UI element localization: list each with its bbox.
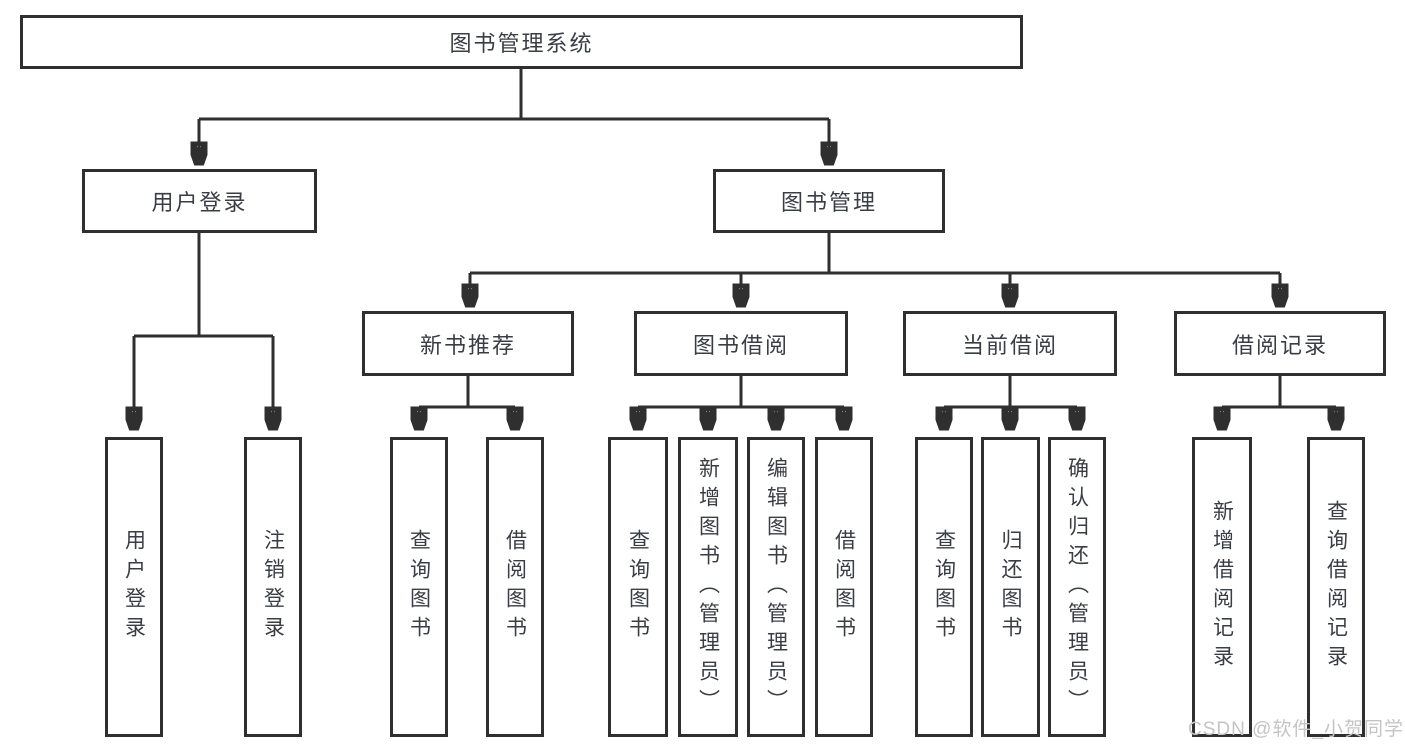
leaf-add-borrow-record: 新增借阅记录 xyxy=(1192,437,1252,737)
connector-current-children xyxy=(944,376,1077,429)
node-current-borrowing: 当前借阅 xyxy=(903,311,1117,376)
connector-user-login-children xyxy=(134,233,273,429)
node-book-borrowing: 图书借阅 xyxy=(634,311,848,376)
leaf-add-books-admin: 新增图书（管理员） xyxy=(678,437,738,737)
node-new-book-recommendation: 新书推荐 xyxy=(362,311,574,376)
leaf-query-books-rec: 查询图书 xyxy=(390,437,448,737)
node-borrowing-records: 借阅记录 xyxy=(1174,311,1386,376)
leaf-query-books-borrowing: 查询图书 xyxy=(608,437,668,737)
leaf-query-borrow-record: 查询借阅记录 xyxy=(1307,437,1365,737)
leaf-query-books-current: 查询图书 xyxy=(915,437,973,737)
connector-records-children xyxy=(1222,376,1336,429)
leaf-logout: 注销登录 xyxy=(244,437,302,737)
leaf-borrow-books-rec: 借阅图书 xyxy=(486,437,544,737)
connector-new-rec-children xyxy=(419,376,515,429)
leaf-user-login: 用户登录 xyxy=(105,437,163,737)
leaf-edit-books-admin: 编辑图书（管理员） xyxy=(747,437,805,737)
node-user-login: 用户登录 xyxy=(82,169,317,233)
node-book-management: 图书管理 xyxy=(713,169,945,233)
csdn-watermark: CSDN @软件_小贺同学 xyxy=(1188,719,1404,740)
leaf-borrow-books: 借阅图书 xyxy=(815,437,873,737)
connector-root-to-level1 xyxy=(199,69,829,164)
connector-borrowing-children xyxy=(638,376,844,429)
connector-book-mgmt-children xyxy=(470,233,1280,306)
leaf-return-books: 归还图书 xyxy=(981,437,1040,737)
node-library-system: 图书管理系统 xyxy=(20,15,1023,69)
leaf-confirm-return-admin: 确认归还（管理员） xyxy=(1048,437,1106,737)
